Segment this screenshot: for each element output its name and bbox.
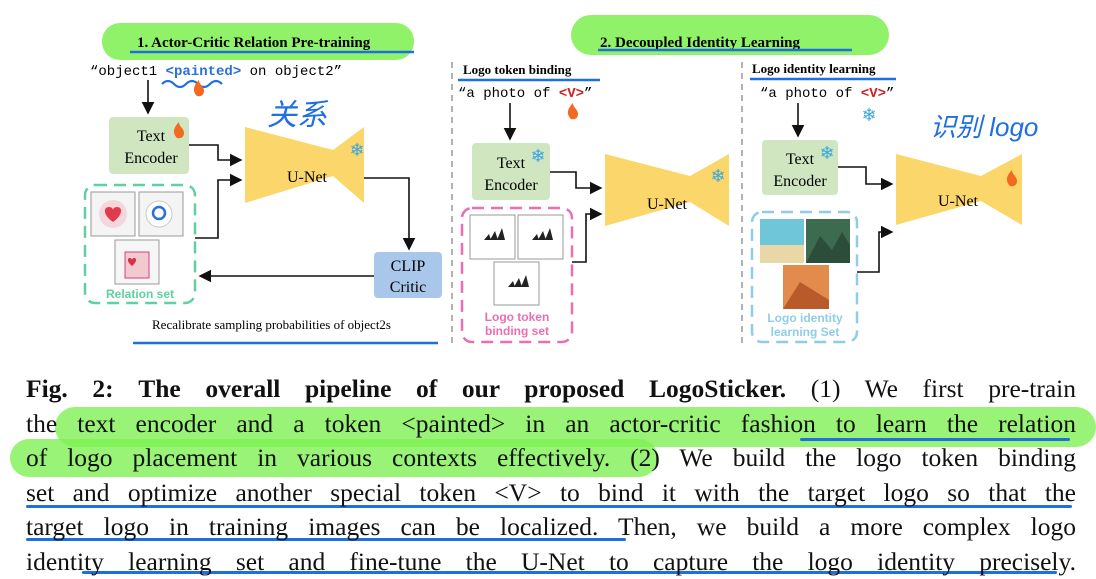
svg-text:Text: Text (497, 155, 526, 172)
figure-label: Fig. 2: (26, 374, 114, 403)
relation-set-label: Relation set (106, 287, 174, 301)
flame-icon (568, 103, 578, 119)
handwriting-relation: 关系 (267, 99, 329, 132)
svg-text:Encoder: Encoder (484, 177, 538, 194)
painted-squiggle (162, 81, 222, 87)
unet-shape-3 (896, 154, 981, 225)
svg-text:U-Net: U-Net (647, 196, 688, 213)
svg-text:U-Net: U-Net (938, 193, 979, 210)
svg-text:Text: Text (786, 151, 815, 168)
svg-text:CLIP: CLIP (391, 258, 426, 275)
section1-title: 1. Actor-Critic Relation Pre-training (137, 35, 371, 51)
snowflake-icon: ❄ (530, 146, 545, 166)
figure-caption: Fig. 2: The overall pipeline of our prop… (26, 372, 1076, 579)
recalibrate-text: Recalibrate sampling probabilities of ob… (152, 317, 391, 332)
snowflake-icon: ❄ (861, 105, 876, 125)
svg-text:learning Set: learning Set (771, 325, 840, 339)
svg-text:Encoder: Encoder (124, 150, 178, 167)
logo-identity-learning-title: Logo identity learning (752, 61, 876, 76)
snowflake-icon: ❄ (819, 143, 834, 163)
caption-line: set and optimize another special token <… (26, 476, 1076, 511)
svg-text:Logo identity: Logo identity (767, 311, 843, 325)
svg-text:Text: Text (137, 128, 166, 145)
painted-token: <painted> (166, 64, 242, 80)
caption-line: identity learning set and fine-tune the … (26, 545, 1076, 579)
handwriting-logo: 识别 logo (930, 112, 1038, 142)
unet-shape-2 (605, 154, 690, 226)
snowflake-icon: ❄ (710, 166, 725, 186)
caption-line: of logo placement in various contexts ef… (26, 441, 1076, 476)
logo-token-binding-title: Logo token binding (463, 62, 572, 77)
arrow-unet-clip (364, 178, 409, 249)
caption-line: target logo in training images can be lo… (26, 510, 1076, 545)
figure-title: The overall pipeline of our proposed Log… (138, 374, 786, 403)
unet-label-1: U-Net (287, 169, 328, 186)
caption-line: the text encoder and a token <painted> i… (26, 407, 1076, 442)
svg-text:Encoder: Encoder (773, 173, 827, 190)
pipeline-diagram: 1. Actor-Critic Relation Pre-training 2.… (0, 0, 1096, 360)
svg-text:Critic: Critic (390, 279, 426, 296)
svg-text:binding set: binding set (485, 324, 549, 338)
unet-shape-1 (245, 127, 333, 203)
prompt-relation: “object1 <painted> on object2” (90, 64, 342, 80)
prompt-photo-2: “a photo of <V>” (760, 86, 894, 102)
snowflake-icon: ❄ (349, 140, 364, 160)
arrow-encoder-unet (189, 145, 241, 160)
prompt-photo-1: “a photo of <V>” (458, 86, 592, 102)
arrow-set-unet (195, 180, 241, 238)
section2-title: 2. Decoupled Identity Learning (600, 35, 801, 51)
svg-text:Logo token: Logo token (485, 310, 550, 324)
